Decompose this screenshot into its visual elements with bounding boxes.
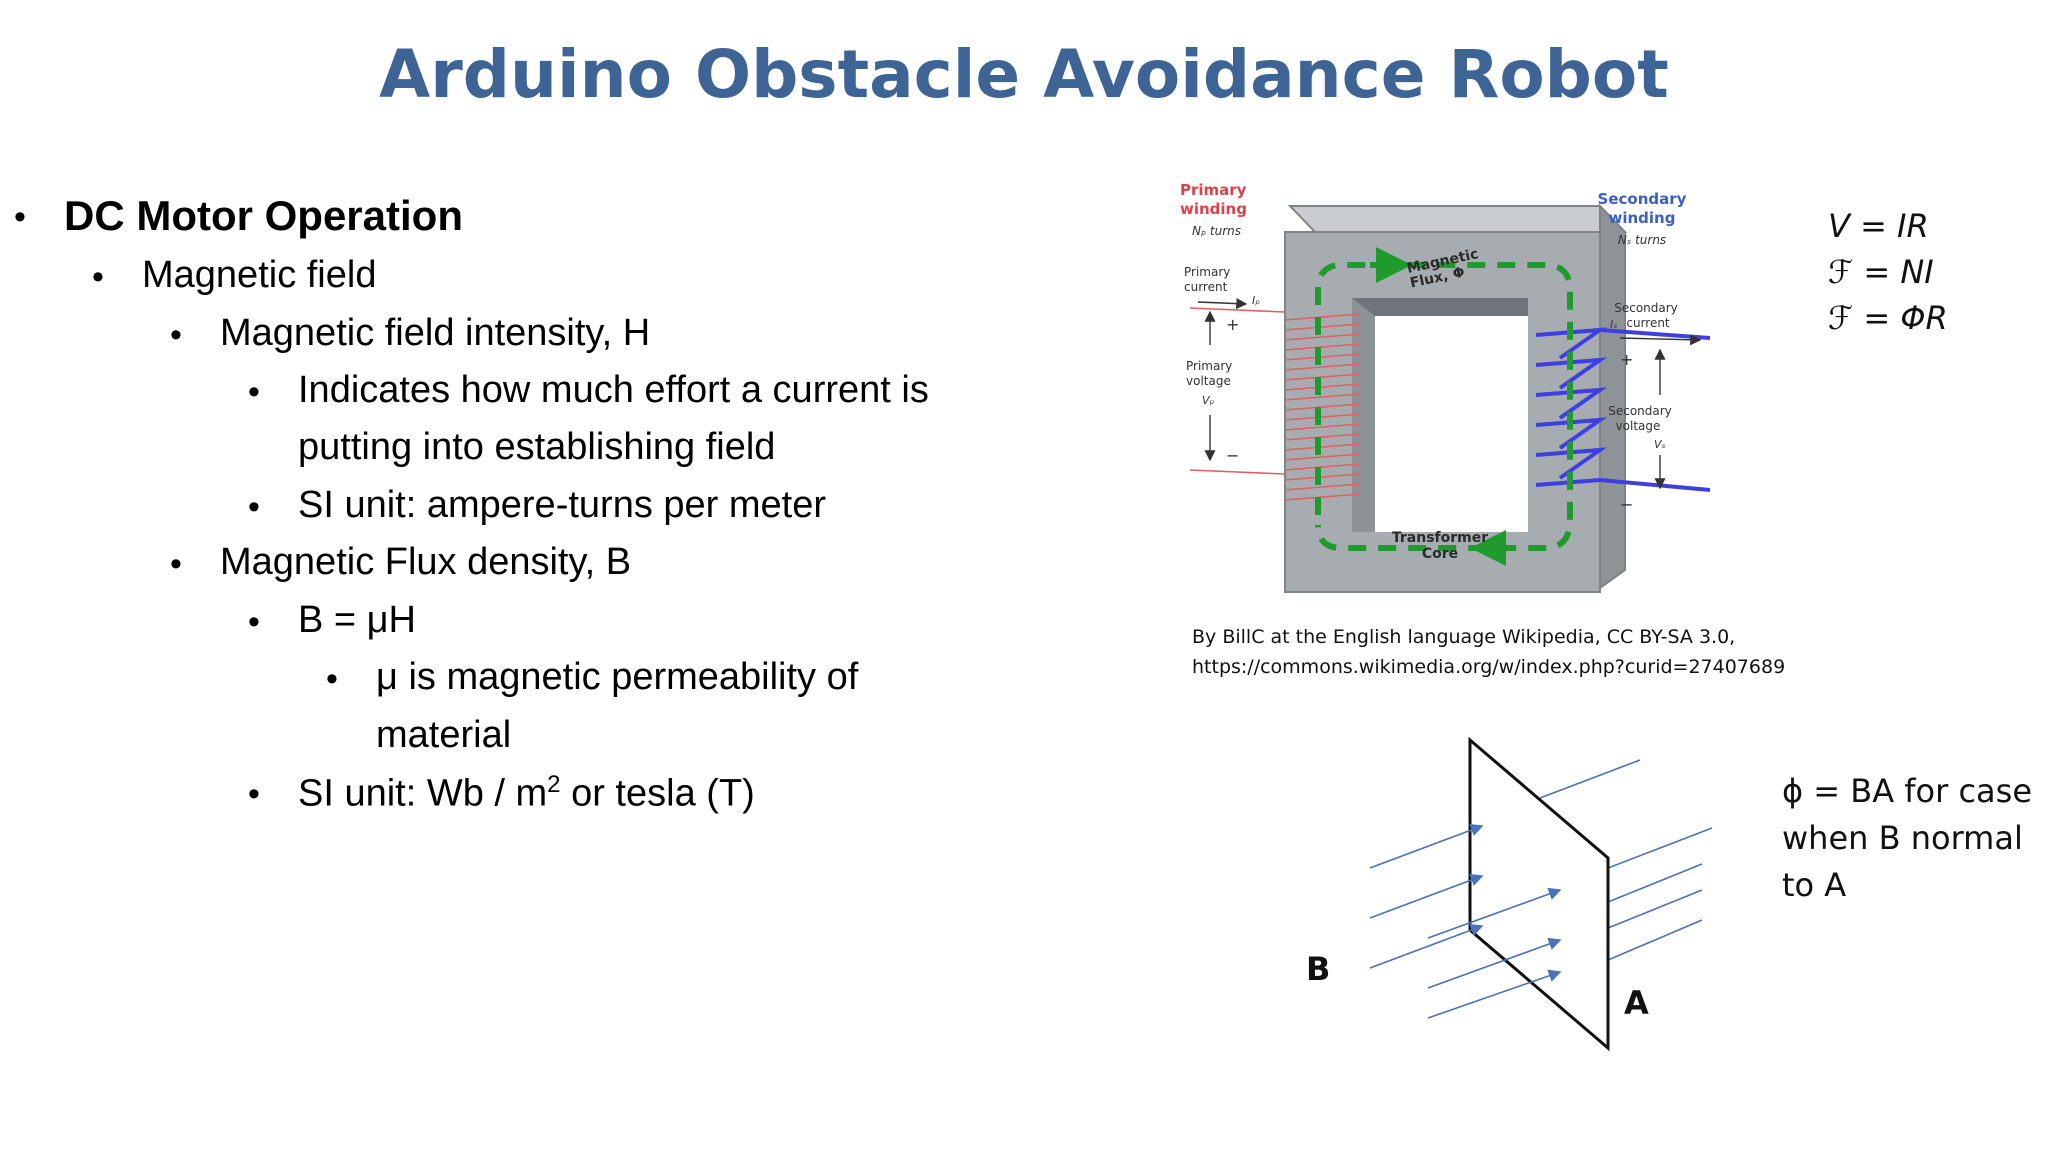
core-window-inner-top: [1352, 298, 1528, 316]
equation-mmf-reluctance: ℱ = ΦR: [1828, 299, 1948, 337]
ip-label: Iₚ: [1252, 294, 1260, 307]
bullet-si-unit-h: SI unit: ampere-turns per meter: [298, 484, 826, 526]
primary-coil: [1189, 307, 1361, 501]
bullet-effort-line2: putting into establishing field: [298, 426, 776, 468]
bullet-marker: •: [170, 316, 182, 354]
bullet-b-equals-mu-h: B = μH: [298, 599, 416, 641]
bullet-marker: •: [170, 545, 182, 583]
si-unit-b-suffix: or tesla (T): [560, 772, 755, 815]
bullet-marker: •: [248, 603, 260, 641]
is-label: Iₛ: [1610, 318, 1617, 331]
flux-note-line2: when B normal: [1782, 819, 2023, 857]
image-credit: By BillC at the English language Wikiped…: [1192, 622, 1785, 682]
field-lines-behind: [1539, 759, 1713, 961]
secondary-current-arrow: [1619, 334, 1702, 346]
primary-current-arrow: [1197, 297, 1248, 310]
bullet-marker: •: [248, 488, 260, 526]
equation-ohm: V = IR: [1828, 207, 1929, 245]
bullet-flux-density: Magnetic Flux density, B: [220, 541, 632, 583]
bullet-marker: •: [248, 775, 260, 813]
bullet-effort-line1: Indicates how much effort a current is: [298, 369, 929, 411]
bullet-field-intensity: Magnetic field intensity, H: [220, 312, 651, 354]
primary-plus: +: [1226, 315, 1239, 334]
core-right-face: [1599, 203, 1626, 590]
np-turns-label: Nₚ turns: [1192, 224, 1241, 238]
core-top-face: [1287, 205, 1628, 233]
area-label-a: A: [1624, 984, 1649, 1022]
slide-title: Arduino Obstacle Avoidance Robot: [379, 36, 1669, 113]
vp-label: Vₚ: [1202, 394, 1215, 407]
surface-plane: [1468, 736, 1610, 1052]
flux-note-line1: ϕ = BA for case: [1782, 772, 2033, 810]
field-label-b: B: [1306, 950, 1331, 988]
flux-path: [1315, 262, 1573, 551]
bullet-si-unit-b: SI unit: Wb / m2 or tesla (T): [298, 771, 755, 816]
bullet-permeability-line2: material: [376, 714, 512, 756]
secondary-plus: +: [1620, 350, 1633, 369]
image-credit-line1: By BillC at the English language Wikiped…: [1192, 626, 1736, 648]
field-lines-front: [1369, 823, 1562, 1019]
secondary-minus: −: [1620, 495, 1633, 514]
image-credit-link[interactable]: https://commons.wikimedia.org/w/index.ph…: [1192, 656, 1786, 678]
equations-block: V = IR ℱ = NI ℱ = ΦR: [1828, 203, 1948, 341]
flux-note-line3: to A: [1782, 866, 1847, 904]
flux-note: ϕ = BA for case when B normal to A: [1782, 768, 2032, 909]
ns-turns-label: Nₛ turns: [1618, 233, 1666, 247]
bullet-permeability-line1: μ is magnetic permeability of: [376, 656, 859, 698]
bullet-marker: •: [248, 373, 260, 411]
primary-minus: −: [1226, 446, 1239, 465]
vs-label: Vₛ: [1654, 438, 1666, 451]
flux-plane-figure: [1369, 736, 1713, 1052]
core-window: [1375, 316, 1528, 532]
bullet-magnetic-field: Magnetic field: [142, 254, 377, 296]
equation-mmf-ni: ℱ = NI: [1828, 253, 1934, 291]
si-unit-b-superscript: 2: [547, 771, 561, 798]
bullet-marker: •: [326, 660, 338, 698]
bullet-marker: •: [92, 258, 104, 296]
bullet-dc-motor-operation: DC Motor Operation: [64, 192, 463, 239]
bullet-marker: •: [14, 198, 26, 236]
si-unit-b-prefix: SI unit: Wb / m: [298, 772, 548, 815]
